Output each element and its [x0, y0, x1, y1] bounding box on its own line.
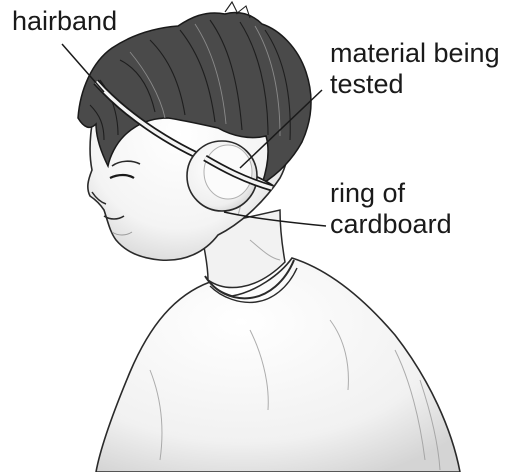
material-label-line-2: tested — [330, 69, 500, 100]
hairband-label-text: hairband — [12, 6, 117, 36]
ring-label: ring of cardboard — [330, 178, 452, 240]
ring-label-line-2: cardboard — [330, 209, 452, 240]
hairband-label: hairband — [12, 6, 117, 37]
material-label: material being tested — [330, 38, 500, 100]
shirt — [96, 258, 460, 472]
material-label-line-1: material being — [330, 38, 500, 69]
ring-label-line-1: ring of — [330, 178, 452, 209]
